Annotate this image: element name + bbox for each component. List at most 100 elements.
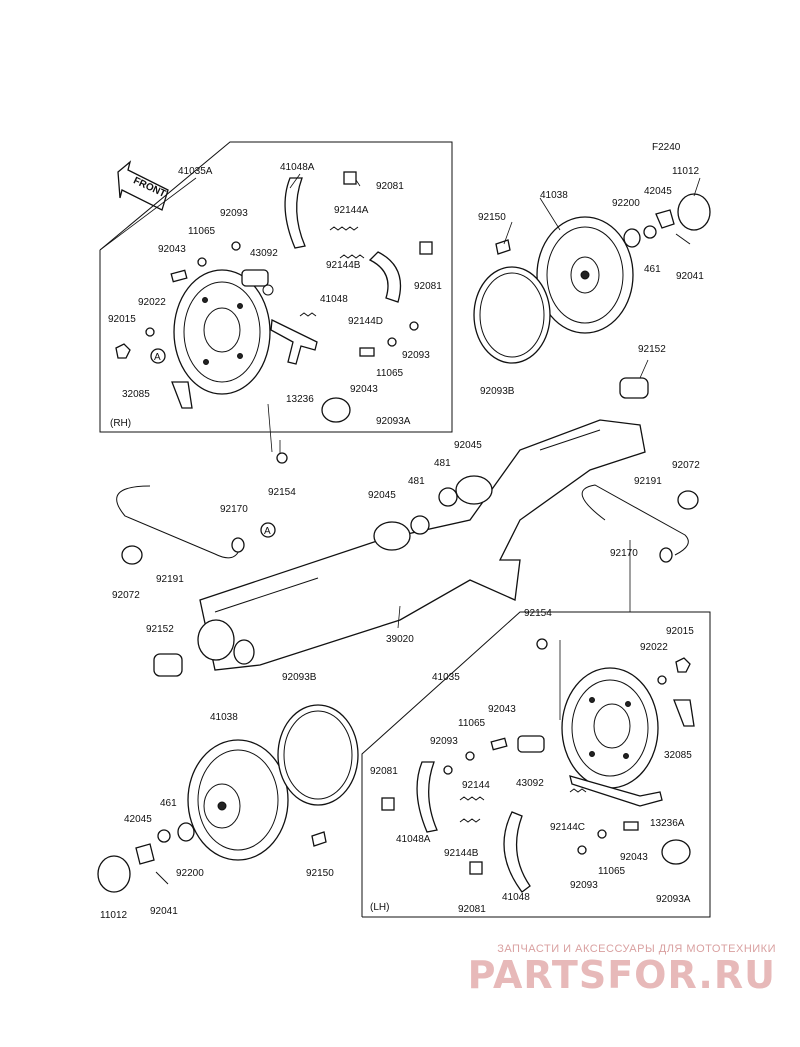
lh-spring-92144b: [459, 818, 481, 823]
rh-clip-92093-b: [409, 321, 419, 331]
part-label: 92144: [462, 780, 490, 791]
part-label: 43092: [516, 778, 544, 789]
part-label: 92093: [430, 736, 458, 747]
part-label: 43092: [250, 248, 278, 259]
part-number-labels: 41035A 41048A 92081 92144A 92093 11065 9…: [100, 162, 704, 921]
part-label: 11065: [376, 368, 404, 379]
front-arrow-icon: FRONT: [117, 160, 169, 211]
part-label: 92093B: [480, 386, 515, 397]
leader-lines: [99, 173, 701, 720]
part-label: 42045: [124, 814, 152, 825]
part-label: 92200: [176, 868, 204, 879]
watermark: ЗАПЧАСТИ И АКСЕССУАРЫ ДЛЯ МОТОТЕХНИКИ PA…: [468, 943, 776, 995]
part-label: 41048: [320, 294, 348, 305]
upper-pin-92041: [675, 233, 691, 245]
lh-label: (LH): [370, 902, 389, 913]
axle-housing-39020: [199, 419, 646, 671]
rh-brake-panel: [173, 269, 271, 395]
part-label: 92154: [268, 487, 296, 498]
part-label: 92081: [376, 181, 404, 192]
rh-seal-92093a: [321, 397, 351, 423]
part-label: 92144B: [444, 848, 479, 859]
part-label: 92170: [610, 548, 638, 559]
rh-pin-92043: [170, 269, 188, 283]
lh-pin-92043: [490, 737, 508, 751]
lower-cap-11012: [97, 855, 131, 893]
part-label: 92152: [146, 624, 174, 635]
rh-clip-92093: [231, 241, 241, 251]
part-label: 41038: [210, 712, 238, 723]
part-label: 41048: [502, 892, 530, 903]
part-label: 92045: [368, 490, 396, 501]
part-label: 92152: [638, 344, 666, 355]
part-label: 92043: [488, 704, 516, 715]
part-label: 481: [434, 458, 451, 469]
part-label: 11012: [100, 910, 128, 921]
part-label: 461: [644, 264, 661, 275]
bolt-92154-lower: [536, 638, 548, 650]
upper-cap-11012: [677, 193, 711, 231]
lh-seal-92093a: [661, 839, 691, 865]
lh-clip-92093: [443, 765, 453, 775]
lh-shoe-pin-b: [469, 861, 483, 875]
svg-text:A: A: [154, 352, 161, 363]
rh-pin-92043-b: [359, 347, 375, 357]
part-label: 92093A: [376, 416, 411, 427]
lower-pin-92041: [155, 871, 169, 885]
rh-nut-92015: [115, 343, 131, 359]
part-label: 92043: [620, 852, 648, 863]
upper-drum-seal-92093b: [473, 266, 551, 364]
hose-92191-left: [116, 485, 241, 559]
part-label: 41035A: [178, 166, 213, 177]
lh-lever-13236a: [569, 775, 663, 807]
lh-brake-box: [361, 611, 711, 918]
clamp-92170-left: [231, 537, 245, 553]
lh-washer-11065-b: [597, 829, 607, 839]
part-label: 92093A: [656, 894, 691, 905]
part-label: 92093: [402, 350, 430, 361]
rh-clamp-32085: [171, 381, 193, 409]
lower-washer-92200: [177, 822, 195, 842]
rh-label: (RH): [110, 418, 131, 429]
part-label: 92144A: [334, 205, 369, 216]
clamp-92170-right: [659, 547, 673, 563]
part-label: 92144C: [550, 822, 585, 833]
lower-brake-drum-41038: [187, 739, 289, 861]
lh-washer-11065: [465, 751, 475, 761]
bushing-92045-a: [373, 521, 411, 551]
part-label: 41048A: [280, 162, 315, 173]
part-label: 92022: [640, 642, 668, 653]
part-label: 92081: [458, 904, 486, 915]
axle-left-bore: [197, 619, 235, 661]
part-label: 92144B: [326, 260, 361, 271]
bushing-92045-b: [455, 475, 493, 505]
lh-spring-92144: [459, 796, 485, 801]
part-label: 92041: [676, 271, 704, 282]
part-label: 11012: [672, 166, 700, 177]
clip-92072-left: [121, 545, 143, 565]
upper-bolt-92150: [495, 239, 511, 255]
part-label: 92081: [414, 281, 442, 292]
lower-bolt-92150: [311, 831, 327, 847]
watermark-caption: ЗАПЧАСТИ И АКСЕССУАРЫ ДЛЯ МОТОТЕХНИКИ: [497, 943, 776, 955]
lh-washer-92022: [657, 675, 667, 685]
part-label: 92045: [454, 440, 482, 451]
lh-nut-92015: [675, 657, 691, 673]
part-label: 32085: [664, 750, 692, 761]
upper-nut-42045: [655, 209, 675, 229]
part-label: 461: [160, 798, 177, 809]
part-label: 92093: [570, 880, 598, 891]
bushing-92152-left: [153, 653, 183, 677]
part-label: 92041: [150, 906, 178, 917]
lh-clamp-32085: [673, 699, 695, 727]
part-label: 41038: [540, 190, 568, 201]
lh-spring-92144c: [569, 788, 587, 793]
part-label: 13236: [286, 394, 314, 405]
part-label: 92154: [524, 608, 552, 619]
part-label: 92022: [138, 297, 166, 308]
lh-brake-shoe-41048a: [416, 761, 438, 833]
svg-text:A: A: [264, 526, 271, 537]
clip-92072-right: [677, 490, 699, 510]
part-label: 11065: [598, 866, 626, 877]
part-label: 92093: [220, 208, 248, 219]
